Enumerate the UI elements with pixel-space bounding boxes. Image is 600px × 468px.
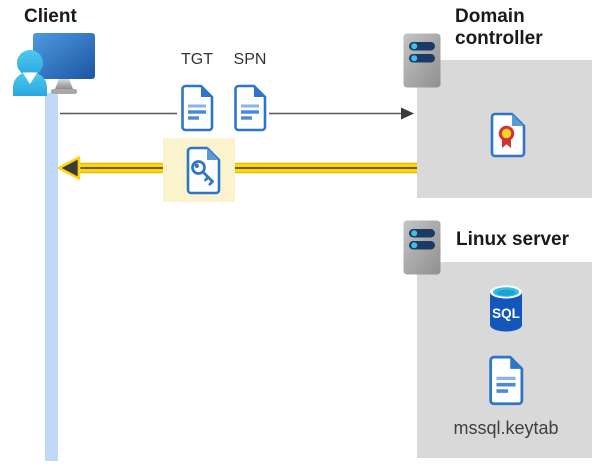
spn-document-icon (234, 84, 267, 132)
sql-database-icon: SQL (490, 285, 522, 332)
client-label: Client (24, 6, 77, 27)
linux-server-server-icon (403, 220, 441, 275)
key-glyph (191, 160, 214, 186)
rosette-seal (498, 125, 515, 148)
monitor-icon (33, 33, 95, 94)
certificate-icon (490, 112, 526, 158)
domain-controller-label: Domain controller (455, 6, 543, 49)
spn-label: SPN (233, 51, 267, 68)
key-document-icon (186, 146, 221, 195)
tgt-label: TGT (181, 51, 213, 68)
domain-controller-server-icon (403, 33, 441, 88)
keytab-document-icon (489, 355, 524, 406)
request-arrow (60, 107, 414, 120)
sql-icon-text: SQL (492, 306, 520, 321)
linux-server-label: Linux server (456, 229, 569, 250)
client-workstation-icon (13, 33, 95, 96)
person-icon (13, 50, 47, 96)
keytab-file-label: mssql.keytab (453, 418, 559, 438)
client-lifeline (45, 93, 58, 461)
response-arrow (57, 156, 417, 180)
tgt-document-icon (181, 84, 214, 132)
